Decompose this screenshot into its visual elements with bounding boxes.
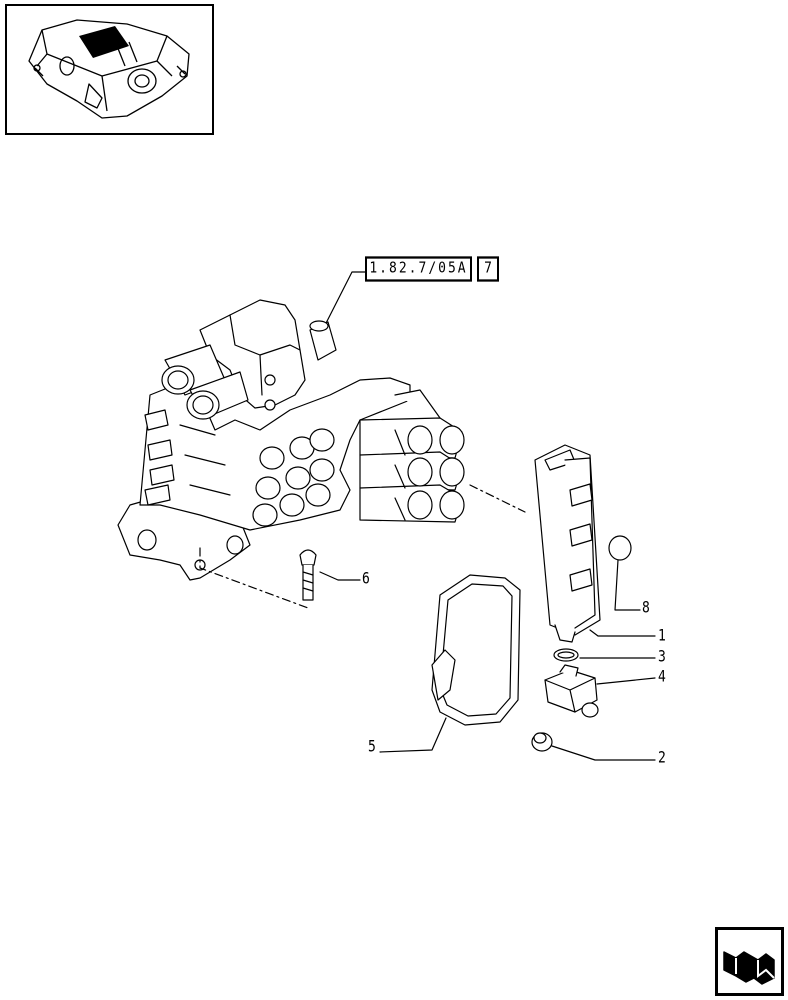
callout-4[interactable]: 4	[658, 668, 666, 687]
tractor-rear-thumbnail-drawing	[28, 19, 190, 119]
plug-part-2	[531, 732, 553, 752]
cover-axis-line	[469, 484, 526, 513]
callout-leaders	[319, 559, 656, 761]
gasket-part-5	[431, 574, 521, 726]
connector-cover-part-1	[534, 444, 601, 643]
reference-code-box[interactable]: 1.82.7/05A	[365, 256, 472, 282]
next-page-arrow-icon	[723, 951, 775, 985]
connector-block-part-4	[544, 664, 599, 718]
location-thumbnail	[5, 4, 214, 135]
highlighted-valve-block	[79, 26, 129, 58]
reference-page-box[interactable]: 7	[477, 256, 499, 282]
o-ring-inner	[557, 651, 575, 659]
cap-part-8	[608, 535, 632, 561]
control-valve-assembly	[117, 299, 465, 581]
callout-1[interactable]: 1	[658, 627, 666, 646]
callout-8[interactable]: 8	[642, 599, 650, 618]
callout-5[interactable]: 5	[368, 738, 376, 757]
callout-2[interactable]: 2	[658, 749, 666, 768]
callout-3[interactable]: 3	[658, 648, 666, 667]
callout-6[interactable]: 6	[362, 570, 370, 589]
screw-part-6	[299, 549, 317, 601]
screw-axis-line	[199, 547, 309, 609]
reference-leader-line	[319, 271, 366, 336]
next-page-button[interactable]	[715, 927, 784, 996]
